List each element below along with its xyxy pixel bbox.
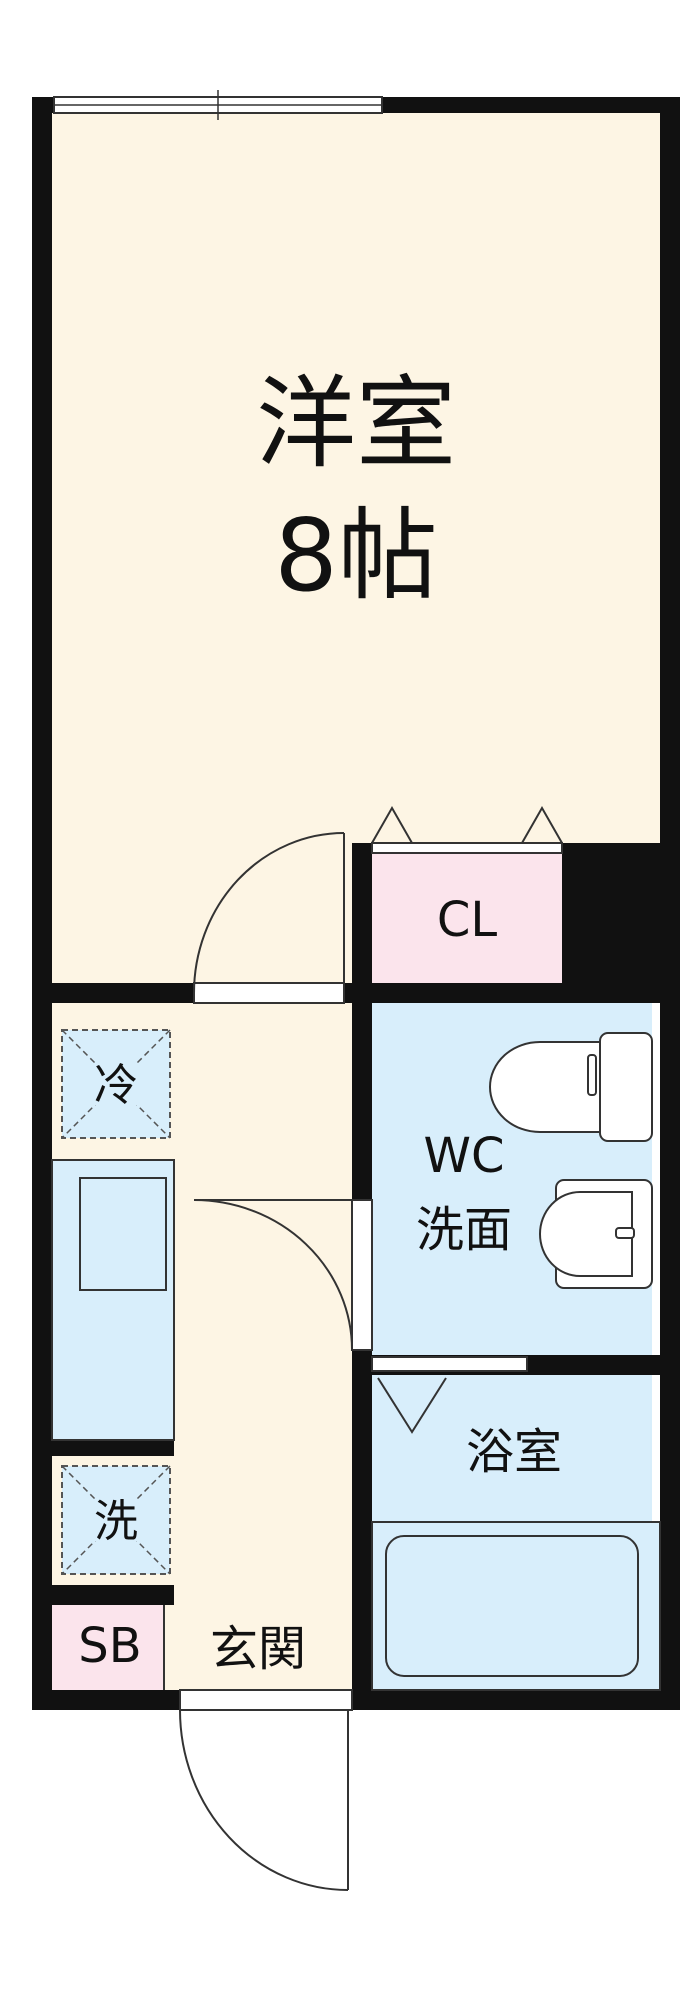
closet-bifold-doors xyxy=(371,805,563,854)
western-room-size: 8帖 xyxy=(274,497,438,614)
kitchen-counter xyxy=(51,1159,175,1441)
wc-door xyxy=(193,1199,373,1351)
refrigerator-label: 冷 xyxy=(94,1060,138,1111)
wc-label: WC xyxy=(424,1128,505,1184)
bathtub xyxy=(371,1521,661,1691)
entrance-floor xyxy=(164,1605,352,1690)
shoe-box-label: SB xyxy=(78,1618,141,1674)
closet-floor xyxy=(372,853,562,983)
washroom-label: 洗面 xyxy=(416,1202,512,1258)
refrigerator-space: 冷 xyxy=(61,1029,171,1139)
bathroom-label: 浴室 xyxy=(466,1424,562,1480)
outer-walls xyxy=(32,97,680,1710)
room-door xyxy=(193,832,345,1004)
window xyxy=(53,90,383,120)
entrance-door xyxy=(179,1689,353,1891)
entrance-label: 玄関 xyxy=(210,1621,306,1677)
western-room-name: 洋室 xyxy=(256,365,456,482)
toilet xyxy=(489,1032,653,1142)
closet-label: CL xyxy=(437,892,498,948)
shoe-box-floor xyxy=(52,1605,164,1690)
washer-space: 洗 xyxy=(61,1465,171,1575)
bathroom-door xyxy=(371,1356,528,1434)
wash-basin xyxy=(539,1179,653,1289)
washer-label: 洗 xyxy=(94,1496,138,1547)
